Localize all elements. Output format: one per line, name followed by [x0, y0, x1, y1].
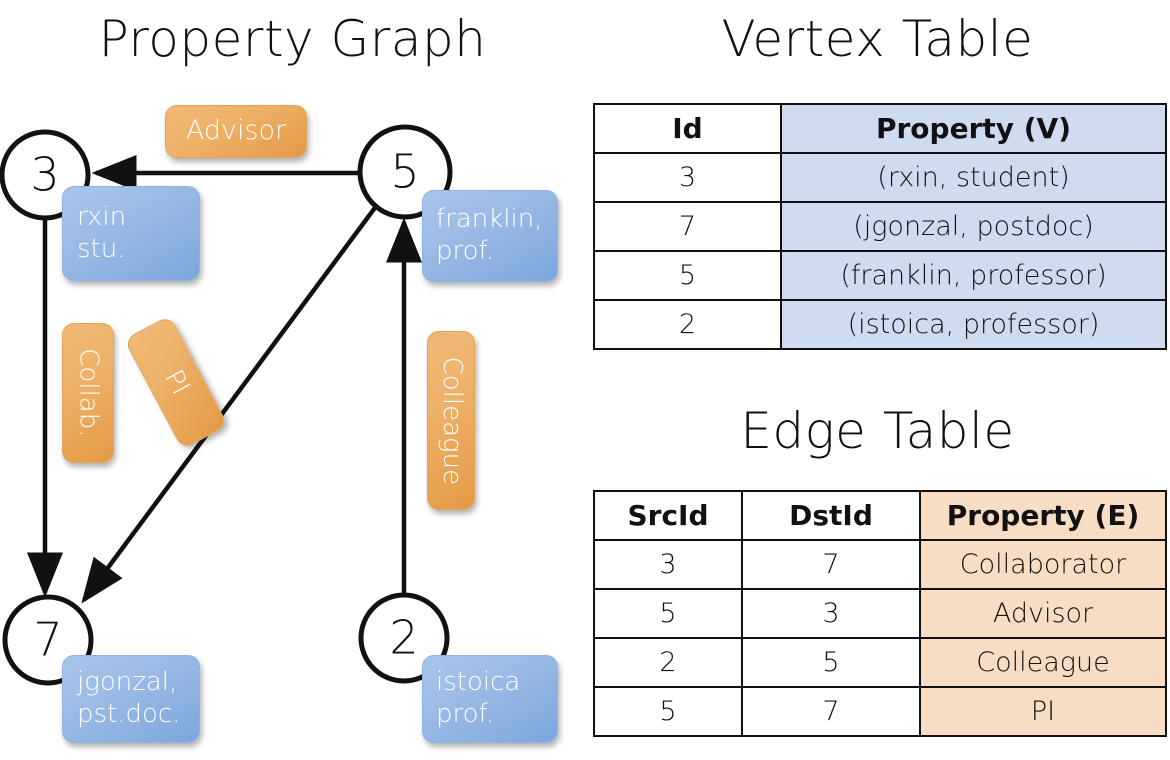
vertex-property-box-jgonzal-label: jgonzal, pst.doc. — [77, 667, 181, 729]
graph-node-7-label: 7 — [33, 613, 62, 667]
page-title-edge-table: Edge Table — [740, 402, 1015, 460]
graph-edge-5-to-7 — [81, 203, 379, 604]
vertex-property-box-rxin-label: rxin stu. — [77, 201, 127, 264]
page-title-vertex-table: Vertex Table — [721, 10, 1034, 68]
edge-table-cell-srcid: 5 — [593, 686, 743, 737]
table-row[interactable]: 5 (franklin, professor) — [593, 250, 1167, 301]
vertex-property-box-franklin-label: franklin, prof. — [436, 204, 543, 266]
table-row[interactable]: 3 7 Collaborator — [593, 539, 1167, 590]
edge-property-box-colleague[interactable]: Colleague — [427, 331, 475, 510]
vertex-table-cell-id: 2 — [593, 299, 782, 350]
edge-property-box-collab-label: Collab. — [73, 348, 104, 438]
vertex-table-header-id: Id — [593, 103, 782, 154]
vertex-property-box-istoica[interactable]: istoica prof. — [422, 655, 558, 743]
vertex-table-cell-property: (franklin, professor) — [780, 250, 1167, 301]
edge-table-header-property: Property (E) — [919, 490, 1167, 541]
graph-node-5-label: 5 — [390, 145, 419, 199]
edge-property-box-collab[interactable]: Collab. — [62, 323, 114, 463]
vertex-table-cell-property: (rxin, student) — [780, 152, 1167, 203]
table-row[interactable]: 2 5 Colleague — [593, 637, 1167, 688]
vertex-property-box-jgonzal[interactable]: jgonzal, pst.doc. — [62, 655, 200, 743]
edge-property-box-pi-label: PI — [158, 364, 196, 400]
vertex-table-header-row: Id Property (V) — [593, 103, 1167, 154]
vertex-table-cell-id: 5 — [593, 250, 782, 301]
edge-table-cell-property: Advisor — [919, 588, 1167, 639]
edge-table-cell-dstid: 7 — [741, 539, 921, 590]
edge-table-cell-dstid: 7 — [741, 686, 921, 737]
edge-table-cell-dstid: 5 — [741, 637, 921, 688]
vertex-table-header-property: Property (V) — [780, 103, 1167, 154]
vertex-table-cell-id: 7 — [593, 201, 782, 252]
table-row[interactable]: 5 7 PI — [593, 686, 1167, 737]
graph-node-2-label: 2 — [389, 611, 418, 665]
vertex-property-box-franklin[interactable]: franklin, prof. — [422, 190, 558, 282]
table-row[interactable]: 7 (jgonzal, postdoc) — [593, 201, 1167, 252]
edge-table-cell-srcid: 2 — [593, 637, 743, 688]
edge-table-cell-property: Colleague — [919, 637, 1167, 688]
graph-node-3-label: 3 — [30, 148, 59, 202]
table-row[interactable]: 2 (istoica, professor) — [593, 299, 1167, 350]
edge-property-box-advisor-label: Advisor — [185, 115, 287, 147]
edge-table-header-row: SrcId DstId Property (E) — [593, 490, 1167, 541]
table-row[interactable]: 5 3 Advisor — [593, 588, 1167, 639]
vertex-property-box-istoica-label: istoica prof. — [436, 667, 521, 729]
edge-table-header-dstid: DstId — [741, 490, 921, 541]
vertex-table-cell-id: 3 — [593, 152, 782, 203]
edge-table-cell-property: Collaborator — [919, 539, 1167, 590]
table-row[interactable]: 3 (rxin, student) — [593, 152, 1167, 203]
edge-table-cell-srcid: 3 — [593, 539, 743, 590]
edge-property-box-colleague-label: Colleague — [436, 356, 467, 485]
edge-table-cell-property: PI — [919, 686, 1167, 737]
vertex-property-box-rxin[interactable]: rxin stu. — [62, 186, 200, 281]
edge-table: SrcId DstId Property (E) 3 7 Collaborato… — [593, 490, 1167, 737]
vertex-table: Id Property (V) 3 (rxin, student) 7 (jgo… — [593, 103, 1167, 350]
edge-table-cell-srcid: 5 — [593, 588, 743, 639]
page-title-property-graph: Property Graph — [98, 10, 487, 68]
vertex-table-cell-property: (istoica, professor) — [780, 299, 1167, 350]
property-graph-diagram: 3 5 7 2 — [0, 124, 453, 686]
edge-property-box-advisor[interactable]: Advisor — [165, 105, 307, 158]
edge-table-header-srcid: SrcId — [593, 490, 743, 541]
vertex-table-cell-property: (jgonzal, postdoc) — [780, 201, 1167, 252]
edge-table-cell-dstid: 3 — [741, 588, 921, 639]
